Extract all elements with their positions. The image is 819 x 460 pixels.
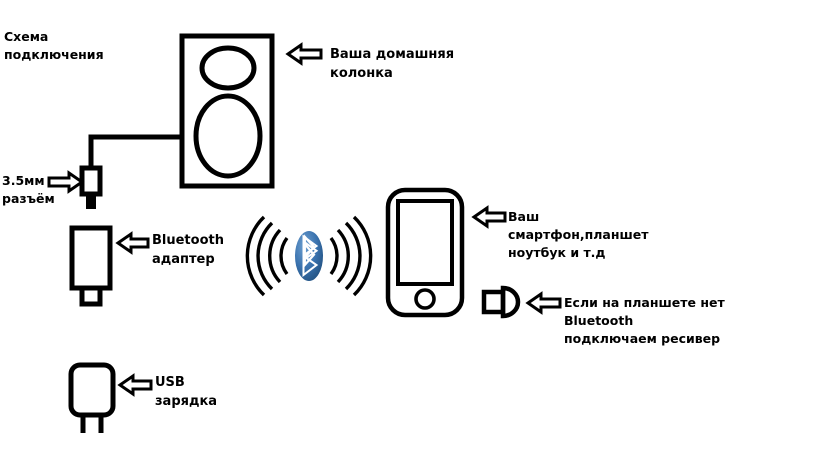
arrow-left-icon [117, 373, 153, 397]
usb-charger-label: USB зарядка [155, 375, 218, 409]
bluetooth-adapter-label: Bluetooth адаптер [152, 233, 224, 267]
speaker-icon [179, 33, 275, 189]
arrow-left-icon [525, 291, 562, 315]
arrow-left-icon [471, 205, 507, 229]
bluetooth-wireless-icon [245, 215, 373, 297]
diagram-title: Схема подключения [4, 29, 104, 63]
smartphone-label: Ваш смартфон,планшет ноутбук и т.д [508, 209, 649, 261]
receiver-label: Если на планшете нет Bluetooth подключае… [564, 295, 725, 347]
usb-charger-icon [68, 362, 116, 433]
audio-cable [88, 134, 182, 168]
speaker-label: Ваша домашняя колонка [330, 47, 455, 81]
audio-jack-icon [79, 165, 103, 209]
smartphone-icon [385, 187, 465, 318]
arrow-left-icon [115, 231, 150, 255]
bluetooth-receiver-icon [481, 285, 521, 319]
audio-jack-label: 3.5мм разъём [2, 173, 55, 207]
arrow-left-icon [285, 42, 323, 66]
arrow-right-icon [47, 170, 85, 194]
bluetooth-adapter-icon [69, 225, 113, 307]
